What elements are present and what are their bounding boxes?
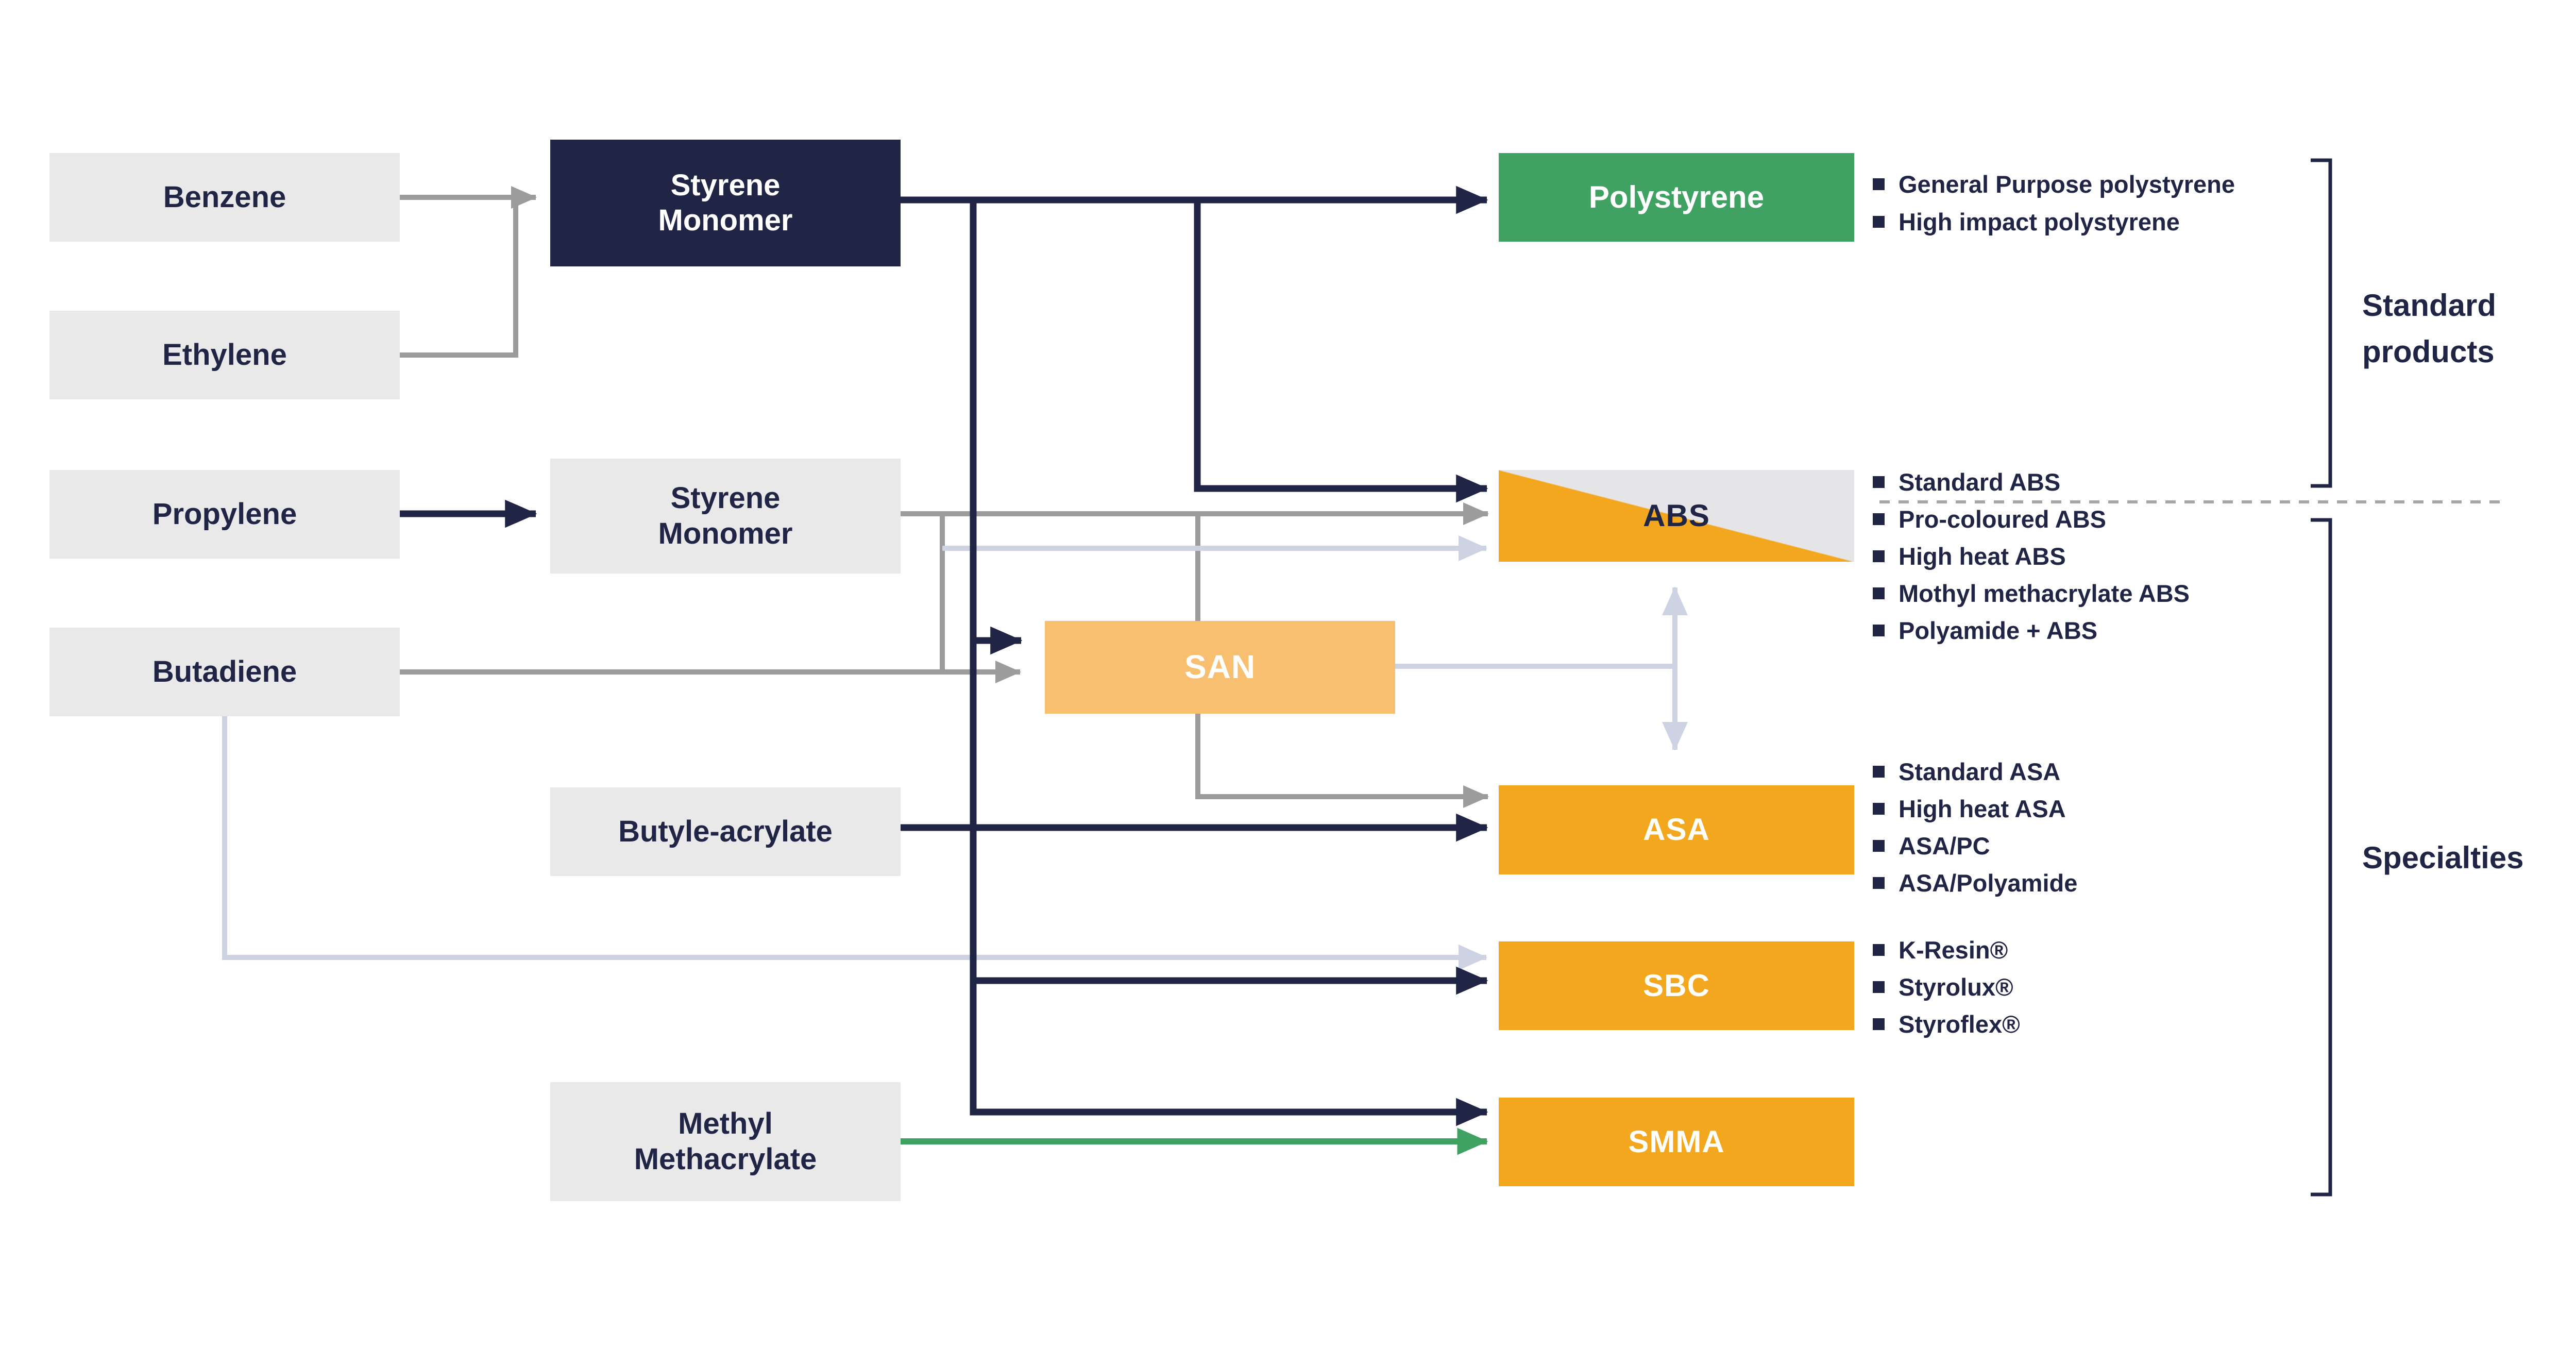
standard-products-bracket [2311,158,2332,488]
list-item-label: Pro-coloured ABS [1899,505,2107,533]
list-item: Standard ASA [1873,753,2077,790]
node-butadiene: Butadiene [49,628,400,716]
node-polystyrene: Polystyrene [1499,153,1854,242]
asa-product-list: Standard ASA High heat ASA ASA/PC ASA/Po… [1873,753,2077,901]
node-abs: ABS [1499,470,1854,562]
node-benzene-label: Benzene [163,180,286,214]
node-benzene: Benzene [49,153,400,242]
polystyrene-product-list: General Purpose polystyrene High impact … [1873,165,2235,241]
connector-butadiene-sbc [222,716,1487,970]
node-ethylene-label: Ethylene [162,338,287,372]
bullet-square-icon [1873,802,1885,815]
bullet-square-icon [1873,476,1885,488]
bullet-square-icon [1873,981,1885,993]
connector-styrene2-asa [1195,511,1489,808]
list-item: Standard ABS [1873,463,2190,500]
list-item: Polyamide + ABS [1873,612,2190,649]
node-methyl-methacrylate: Methyl Methacrylate [550,1082,901,1201]
node-smma-label: SMMA [1628,1124,1725,1159]
node-san-label: SAN [1184,648,1256,686]
list-item: ASA/PC [1873,827,2077,864]
list-item-label: Standard ASA [1899,757,2061,785]
list-item-label: Styrolux® [1899,973,2013,1001]
list-item: Mothyl methacrylate ABS [1873,575,2190,612]
node-polystyrene-label: Polystyrene [1588,179,1765,214]
standard-products-group-label: Standard products [2362,288,2497,369]
connector-trunk-smma [970,200,1488,1126]
bullet-square-icon [1873,624,1885,636]
bullet-square-icon [1873,216,1885,228]
node-asa-label: ASA [1643,812,1710,847]
list-item: High heat ASA [1873,790,2077,827]
list-item-label: Standard ABS [1899,468,2061,496]
list-item: Styrolux® [1873,968,2020,1005]
specialties-bracket [2311,518,2332,1197]
connector-styrene1-abs [1194,200,1488,503]
node-butyle-acrylate-label: Butyle-acrylate [618,814,833,848]
list-item: General Purpose polystyrene [1873,165,2235,203]
node-butyle-acrylate: Butyle-acrylate [550,787,901,876]
list-item: High impact polystyrene [1873,203,2235,241]
node-sbc-label: SBC [1643,968,1710,1003]
bullet-square-icon [1873,1018,1885,1030]
node-smma: SMMA [1499,1098,1854,1186]
bullet-square-icon [1873,765,1885,778]
node-propylene-label: Propylene [152,497,297,531]
node-butadiene-label: Butadiene [152,654,297,688]
node-propylene: Propylene [49,470,400,559]
list-item-label: High heat ASA [1899,795,2066,822]
node-styrene-monomer-primary-label: Styrene Monomer [658,168,793,237]
list-item-label: High impact polystyrene [1899,208,2180,235]
connector-ethylene-join [400,197,518,358]
bullet-square-icon [1873,944,1885,956]
list-item: High heat ABS [1873,537,2190,575]
list-item-label: Styroflex® [1899,1010,2020,1038]
list-item-label: ASA/Polyamide [1899,869,2078,897]
list-item-label: Polyamide + ABS [1899,616,2098,644]
bullet-square-icon [1873,839,1885,852]
node-methyl-methacrylate-label: Methyl Methacrylate [634,1107,817,1176]
abs-product-list: Standard ABS Pro-coloured ABS High heat … [1873,463,2190,649]
list-item-label: General Purpose polystyrene [1899,171,2235,198]
bullet-square-icon [1873,513,1885,525]
bullet-square-icon [1873,587,1885,599]
node-san: SAN [1045,621,1395,714]
list-item: Pro-coloured ABS [1873,500,2190,537]
bullet-square-icon [1873,877,1885,889]
list-item: Styroflex® [1873,1005,2020,1042]
node-abs-label: ABS [1643,498,1710,533]
sbc-product-list: K-Resin® Styrolux® Styroflex® [1873,931,2020,1042]
list-item: ASA/Polyamide [1873,864,2077,901]
list-item-label: K-Resin® [1899,936,2008,964]
list-item-label: ASA/PC [1899,832,1990,860]
node-sbc: SBC [1499,941,1854,1030]
specialties-group-label: Specialties [2362,840,2524,875]
bullet-square-icon [1873,178,1885,190]
node-styrene-monomer-secondary-label: Styrene Monomer [658,481,793,550]
node-asa: ASA [1499,785,1854,874]
node-styrene-monomer-primary: Styrene Monomer [550,140,901,266]
node-ethylene: Ethylene [49,311,400,399]
list-item-label: Mothyl methacrylate ABS [1899,579,2190,607]
list-item: K-Resin® [1873,931,2020,968]
list-item-label: High heat ABS [1899,542,2066,570]
bullet-square-icon [1873,550,1885,562]
node-styrene-monomer-secondary: Styrene Monomer [550,459,901,574]
